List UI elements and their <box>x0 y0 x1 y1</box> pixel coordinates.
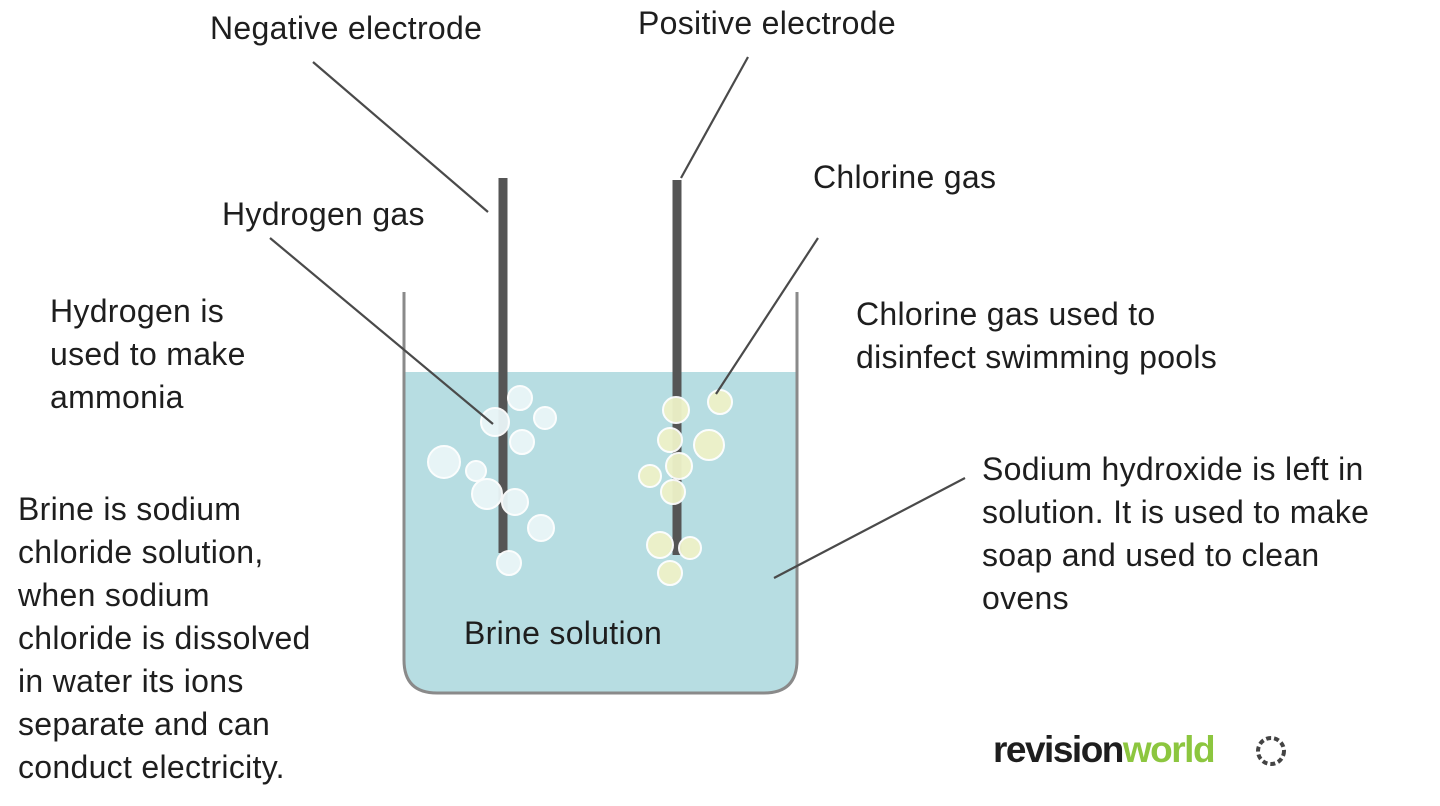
hydrogen-bubble <box>501 488 529 516</box>
hydrogen-bubble <box>507 385 533 411</box>
hydrogen-use-text: Hydrogen is used to make ammonia <box>50 293 246 415</box>
hydrogen-bubble <box>427 445 461 479</box>
chlorine-bubble <box>657 560 683 586</box>
sodium-hydroxide-text: Sodium hydroxide is left in solution. It… <box>982 451 1370 616</box>
hydrogen-bubble <box>533 406 557 430</box>
revisionworld-logo: revisionworld <box>993 728 1216 772</box>
chlorine-bubbles <box>638 389 733 586</box>
hydrogen-bubble <box>465 460 487 482</box>
leader-lines <box>269 56 966 579</box>
leader-line-hydrogen-gas <box>269 237 494 425</box>
gear-icon <box>1256 736 1286 766</box>
leader-line-chlorine-gas <box>715 237 819 395</box>
chlorine-use-text: Chlorine gas used to disinfect swimming … <box>856 296 1218 375</box>
logo-part-revision: revision <box>993 729 1124 770</box>
leader-line-sodium-hydroxide <box>773 477 966 579</box>
beaker <box>402 292 799 695</box>
chlorine-bubble <box>660 479 686 505</box>
logo-part-world: world <box>1122 729 1216 770</box>
hydrogen-bubble <box>471 478 503 510</box>
hydrogen-bubbles <box>427 385 557 576</box>
hydrogen-bubble <box>480 407 510 437</box>
chlorine-bubble <box>646 531 674 559</box>
chlorine-bubble <box>657 427 683 453</box>
chlorine-bubble <box>678 536 702 560</box>
chlorine-bubble <box>638 464 662 488</box>
negative-electrode-label: Negative electrode <box>210 10 483 46</box>
chlorine-bubble <box>707 389 733 415</box>
brine-info-text: Brine is sodium chloride solution, when … <box>18 491 311 785</box>
positive-electrode-label: Positive electrode <box>638 5 896 41</box>
hydrogen-bubble <box>496 550 522 576</box>
hydrogen-bubble <box>509 429 535 455</box>
chlorine-bubble <box>665 452 693 480</box>
brine-solution-label: Brine solution <box>464 615 663 651</box>
chlorine-bubble <box>662 396 690 424</box>
leader-line-negative-electrode <box>312 61 489 213</box>
hydrogen-bubble <box>527 514 555 542</box>
chlorine-bubble <box>693 429 725 461</box>
chlorine-gas-label: Chlorine gas <box>813 159 997 195</box>
hydrogen-gas-label: Hydrogen gas <box>222 196 425 232</box>
leader-line-positive-electrode <box>680 56 749 179</box>
